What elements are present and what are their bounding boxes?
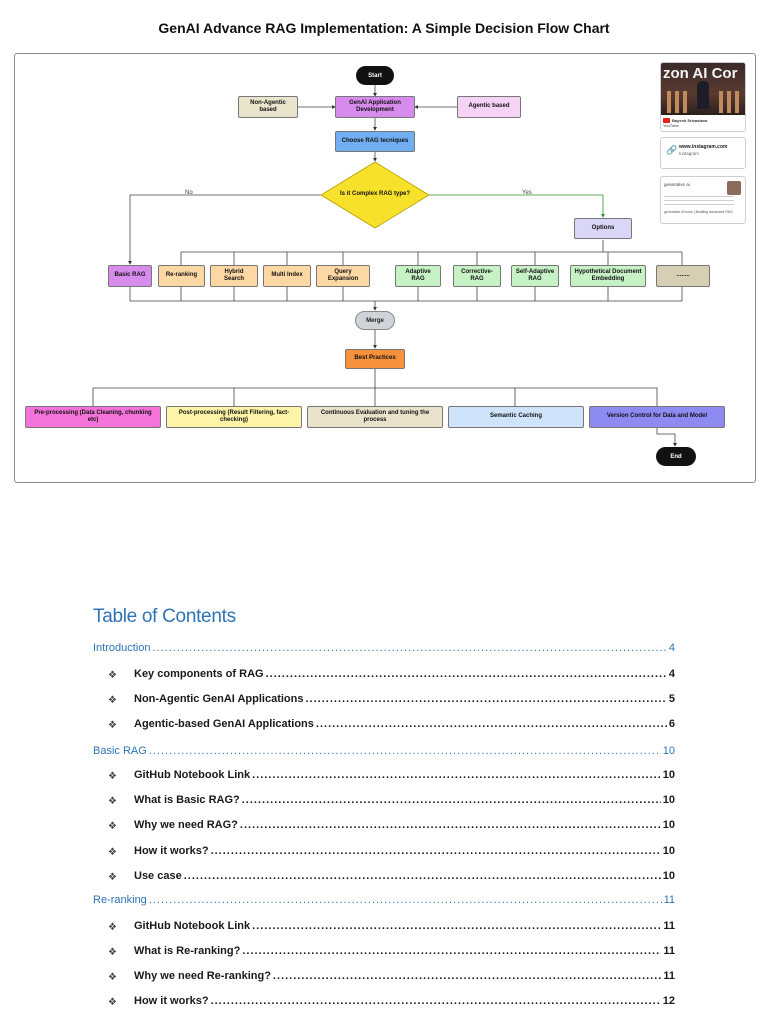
toc-entry[interactable]: GitHub Notebook Link11 (134, 920, 675, 940)
toc-entry[interactable]: Non-Agentic GenAI Applications5 (134, 693, 675, 713)
bullet-icon: ❖ (108, 997, 117, 1008)
reranking-node: Re-ranking (158, 265, 205, 287)
bullet-icon: ❖ (108, 922, 117, 933)
bullet-icon: ❖ (108, 821, 117, 832)
corrective-rag-node: Corrective-RAG (453, 265, 501, 287)
postprocessing-node: Post-processing (Result Filtering, fact-… (166, 406, 302, 428)
choose-rag-node: Choose RAG tecniques (335, 131, 415, 152)
self-adaptive-rag-node: Self-Adaptive RAG (511, 265, 559, 287)
no-label: No (185, 190, 193, 196)
toc-entry[interactable]: Use case10 (134, 870, 675, 890)
flowchart-frame: Start Non-Agentic based GenAI Applicatio… (14, 53, 756, 483)
link-icon: 🔗 (666, 145, 678, 155)
basic-rag-node: Basic RAG (108, 265, 152, 287)
hyde-node: Hypothetical Document Embedding (570, 265, 646, 287)
toc-entry-introduction[interactable]: Introduction4 (93, 642, 675, 662)
hybrid-search-node: Hybrid Search (210, 265, 258, 287)
toc-entry[interactable]: How it works?12 (134, 995, 675, 1015)
preprocessing-node: Pre-processing (Data Cleaning, chunking … (25, 406, 161, 428)
bullet-icon: ❖ (108, 872, 117, 883)
end-node: End (656, 447, 696, 466)
toc-entry-basic-rag[interactable]: Basic RAG10 (93, 745, 675, 765)
toc-entry[interactable]: How it works?10 (134, 845, 675, 865)
post-footer: generative AI tools | Building advanced … (664, 210, 733, 214)
youtube-logo-icon (663, 118, 670, 124)
instagram-link-card[interactable]: 🔗 www.instagram.com Instagram (660, 137, 746, 169)
decision-diamond (320, 161, 430, 229)
more-techniques-node: ........ (656, 265, 710, 287)
post-body-lines (664, 196, 734, 208)
toc-entry[interactable]: Why we need Re-ranking?11 (134, 970, 675, 990)
speaker-figure (697, 81, 709, 109)
youtube-channel: Bayesh Srivastava (672, 118, 708, 123)
avatar (727, 181, 741, 195)
youtube-thumbnail: zon AI Cor (661, 63, 745, 115)
toc-entry[interactable]: What is Basic RAG?10 (134, 794, 675, 814)
instagram-url[interactable]: www.instagram.com (679, 144, 728, 150)
toc-title: Table of Contents (93, 606, 236, 627)
instagram-platform: Instagram (679, 151, 700, 156)
bullet-icon: ❖ (108, 796, 117, 807)
continuous-evaluation-node: Continuous Evaluation and tuning the pro… (307, 406, 443, 428)
toc-entry[interactable]: Agentic-based GenAI Applications6 (134, 718, 675, 738)
youtube-platform: YouTube (663, 123, 679, 129)
semantic-caching-node: Semantic Caching (448, 406, 584, 428)
bullet-icon: ❖ (108, 947, 117, 958)
best-practices-node: Best Practices (345, 349, 405, 369)
toc-entry[interactable]: What is Re-ranking?11 (134, 945, 675, 965)
toc-entry[interactable]: Key components of RAG4 (134, 668, 675, 688)
app-development-node: GenAI Application Development (335, 96, 415, 118)
options-node: Options (574, 218, 632, 239)
merge-node: Merge (355, 311, 395, 330)
version-control-node: Version Control for Data and Model (589, 406, 725, 428)
multi-index-node: Multi Index (263, 265, 311, 287)
bullet-icon: ❖ (108, 972, 117, 983)
bullet-icon: ❖ (108, 670, 117, 681)
youtube-banner-text: zon AI Cor (663, 65, 738, 82)
agentic-node: Agentic based (457, 96, 521, 118)
post-card[interactable]: generative ai generative AI tools | Buil… (660, 176, 746, 224)
start-node: Start (356, 66, 394, 85)
page-title: GenAI Advance RAG Implementation: A Simp… (158, 20, 610, 36)
youtube-card[interactable]: zon AI Cor Bayesh Srivastava YouTube (660, 62, 746, 132)
bullet-icon: ❖ (108, 847, 117, 858)
adaptive-rag-node: Adaptive RAG (395, 265, 441, 287)
bullet-icon: ❖ (108, 695, 117, 706)
toc-entry[interactable]: GitHub Notebook Link10 (134, 769, 675, 789)
bullet-icon: ❖ (108, 771, 117, 782)
decision-label: Is it Complex RAG type? (339, 191, 410, 197)
flowchart-connectors (92, 85, 683, 447)
toc-entry[interactable]: Why we need RAG?10 (134, 819, 675, 839)
post-text: generative ai (664, 182, 690, 187)
query-expansion-node: Query Expansion (316, 265, 370, 287)
bullet-icon: ❖ (108, 720, 117, 731)
yes-label: Yes (522, 190, 532, 196)
non-agentic-node: Non-Agentic based (238, 96, 298, 118)
toc-entry-re-ranking[interactable]: Re-ranking11 (93, 894, 675, 914)
